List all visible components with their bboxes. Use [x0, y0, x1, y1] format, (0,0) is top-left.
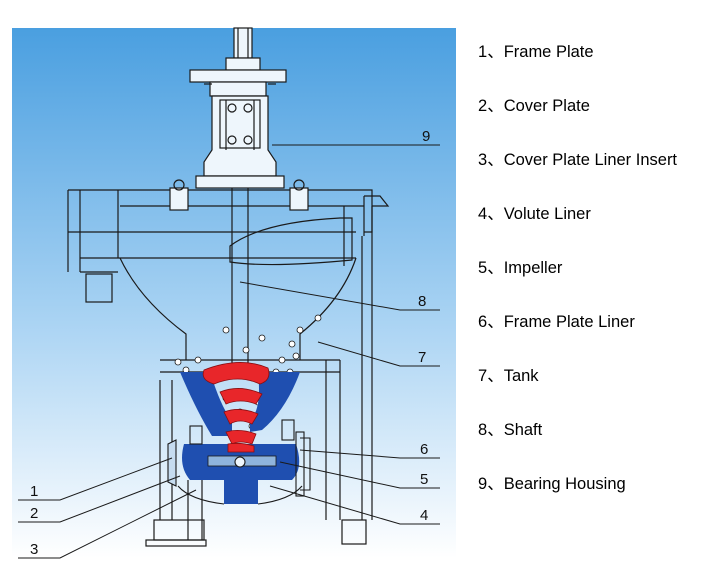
tank-frame	[67, 179, 373, 303]
legend-item: 1、Frame Plate	[478, 38, 714, 92]
leader-3	[18, 489, 197, 559]
callout-7: 7	[418, 349, 426, 366]
legend-item: 8、Shaft	[478, 416, 714, 470]
support-frame	[145, 195, 390, 547]
cover-plate-liner-insert	[224, 474, 258, 504]
legend-separator: 、	[487, 313, 504, 331]
callout-1: 1	[30, 483, 38, 500]
leader-8	[239, 281, 440, 311]
legend-number: 2	[478, 97, 488, 115]
legend-label: Frame Plate Liner	[503, 313, 635, 331]
leader-1	[18, 457, 173, 501]
legend-item: 6、Frame Plate Liner	[478, 308, 714, 362]
drawing-lines	[67, 27, 390, 547]
volute-liner	[180, 372, 232, 436]
legend-separator: 、	[487, 205, 504, 223]
callout-2: 2	[30, 505, 38, 522]
callout-numbers: 9 8 7 6 5 4 1 2 3	[30, 128, 430, 558]
legend-item: 2、Cover Plate	[478, 92, 714, 146]
volute-liner-right	[250, 372, 300, 432]
leader-5	[279, 461, 440, 489]
shaft	[231, 188, 249, 372]
inlet-baffle	[229, 206, 353, 266]
legend-label: Impeller	[503, 259, 563, 277]
legend-label: Tank	[503, 367, 539, 385]
leader-7	[317, 341, 440, 367]
callout-8: 8	[418, 293, 426, 310]
legend-separator: 、	[487, 151, 504, 169]
legend-label: Frame Plate	[503, 43, 594, 61]
legend-item: 5、Impeller	[478, 254, 714, 308]
leader-4	[269, 485, 440, 525]
legend-number: 3	[478, 151, 488, 169]
legend-number: 4	[478, 205, 488, 223]
legend-separator: 、	[487, 475, 504, 493]
legend-number: 7	[478, 367, 488, 385]
legend-label: Cover Plate	[503, 97, 590, 115]
legend-item: 9、Bearing Housing	[478, 470, 714, 524]
shaft-coupling	[225, 27, 261, 71]
callout-9: 9	[422, 128, 430, 145]
legend-label: Volute Liner	[503, 205, 591, 223]
callout-4: 4	[420, 507, 428, 524]
legend-number: 1	[478, 43, 488, 61]
callout-5: 5	[420, 471, 428, 488]
legend-item: 7、Tank	[478, 362, 714, 416]
legend-label: Shaft	[503, 421, 543, 439]
callout-3: 3	[30, 541, 38, 558]
pump-casing	[167, 419, 311, 505]
impeller	[202, 362, 270, 453]
legend-label: Bearing Housing	[503, 475, 626, 493]
bearing-housing	[189, 69, 287, 189]
legend-separator: 、	[487, 421, 504, 439]
legend-separator: 、	[487, 259, 504, 277]
legend-separator: 、	[487, 97, 504, 115]
legend-label: Cover Plate Liner Insert	[503, 151, 678, 169]
legend-separator: 、	[487, 43, 504, 61]
legend-item: 4、Volute Liner	[478, 200, 714, 254]
legend-number: 8	[478, 421, 488, 439]
legend-number: 5	[478, 259, 488, 277]
leader-6	[299, 449, 440, 459]
leader-2	[18, 475, 181, 523]
pump-cross-section-diagram: 9 8 7 6 5 4 1 2 3	[12, 27, 456, 559]
callout-6: 6	[420, 441, 428, 458]
legend-item: 3、Cover Plate Liner Insert	[478, 146, 714, 200]
legend-number: 6	[478, 313, 488, 331]
parts-legend: 1、Frame Plate 2、Cover Plate 3、Cover Plat…	[478, 38, 714, 524]
legend-number: 9	[478, 475, 488, 493]
legend-separator: 、	[487, 367, 504, 385]
callout-leaders	[18, 144, 440, 559]
